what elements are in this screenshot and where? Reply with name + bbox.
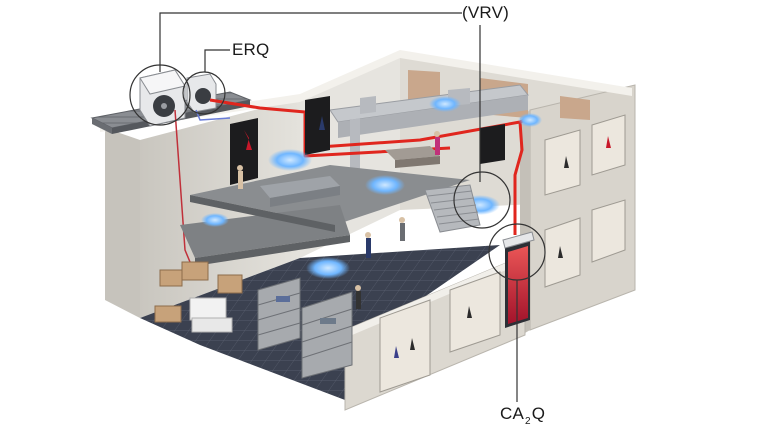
vrv-label: (VRV) [462,3,509,22]
display-panels [230,96,505,185]
mannequins [237,131,440,309]
staircase [424,184,481,233]
ca2q-label-subscript: 2 [525,416,531,427]
shop-windows [379,114,626,393]
shelving-racks [257,277,353,379]
outdoor-unit-vrv-icon [139,69,186,127]
callout-lines [129,12,546,402]
erq-label: ERQ [232,40,270,59]
ca2q-label-end: Q [531,404,546,423]
ca2q-label-main: CA [500,404,525,423]
storage-boxes [154,261,243,333]
erq-unit-icon [186,73,217,113]
ca2q-label: CA2Q [500,404,546,427]
